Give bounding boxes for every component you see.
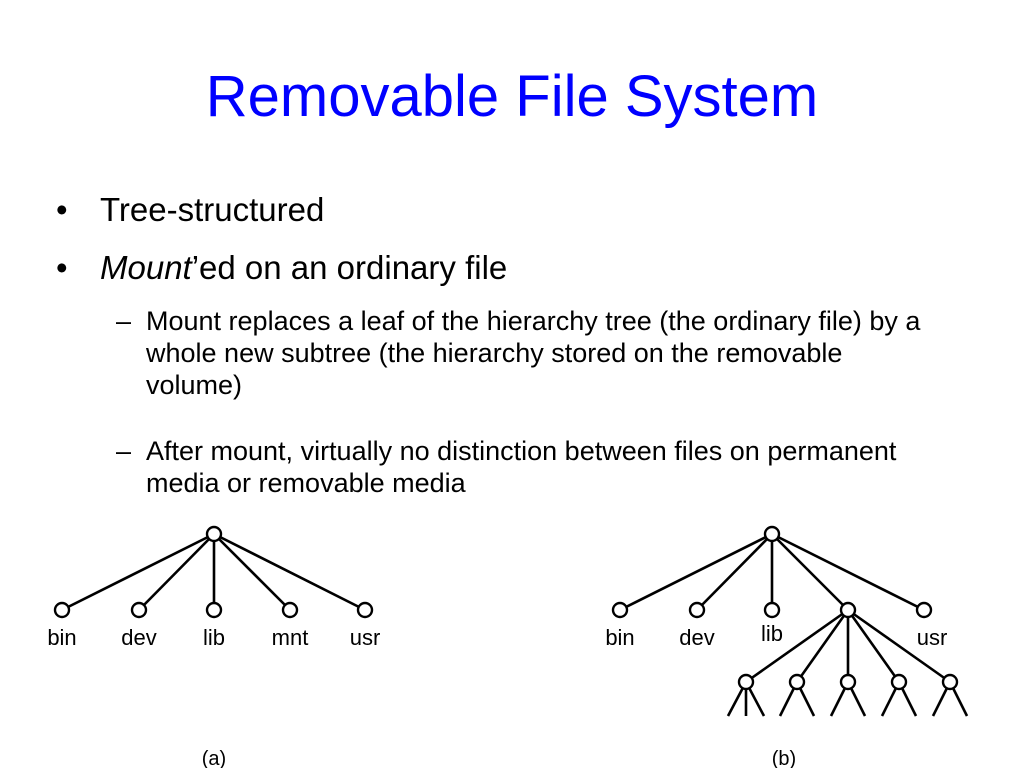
tree-a-label-usr: usr (349, 625, 381, 650)
tree-b-node-mounted (839, 601, 857, 619)
bullet-text: Mount’ed on an ordinary file (100, 249, 508, 286)
tree-b-node-dev (688, 601, 706, 619)
tree-b-label-dev: dev (679, 625, 715, 650)
tree-a-root-node (205, 525, 223, 543)
tree-a-node-mnt (281, 601, 299, 619)
slide-title: Removable File System (205, 64, 819, 129)
tree-a-node-lib (205, 601, 223, 619)
tree-a-label-lib: lib (202, 625, 225, 650)
tree-b-label-lib: lib (760, 621, 783, 646)
tree-b-label-usr: usr (916, 625, 948, 650)
bullet-marker: • (56, 191, 68, 228)
sub-bullet-text: Mount replaces a leaf of the hierarchy t… (146, 306, 921, 400)
sub-bullet-text: After mount, virtually no distinction be… (146, 436, 897, 498)
tree-b-subtree-node (788, 673, 806, 691)
tree-b-node-usr (915, 601, 933, 619)
tree-b-node-lib (763, 601, 781, 619)
tree-b-label-bin: bin (605, 625, 635, 650)
sub-bullet-marker: – (116, 436, 132, 466)
tree-b-node-bin (611, 601, 629, 619)
tree-a-node-dev (130, 601, 148, 619)
bullet-emphasis: Mount (100, 249, 192, 286)
tree-a-node-usr (356, 601, 374, 619)
tree-b-subtree-node (839, 673, 857, 691)
tree-a-caption: (a) (201, 748, 227, 768)
bullet-marker: • (56, 249, 68, 286)
tree-b-subtree-node (890, 673, 908, 691)
bullet-text: Tree-structured (100, 191, 325, 228)
tree-a-label-mnt: mnt (271, 625, 309, 650)
tree-a-label-dev: dev (121, 625, 157, 650)
tree-b (611, 525, 969, 717)
tree-a (53, 525, 374, 619)
tree-b-root-node (763, 525, 781, 543)
tree-a-node-bin (53, 601, 71, 619)
tree-a-label-bin: bin (47, 625, 77, 650)
tree-b-subtree-node (941, 673, 959, 691)
tree-b-subtree-node (737, 673, 755, 691)
tree-b-caption: (b) (771, 748, 797, 768)
sub-bullet-marker: – (116, 306, 132, 336)
